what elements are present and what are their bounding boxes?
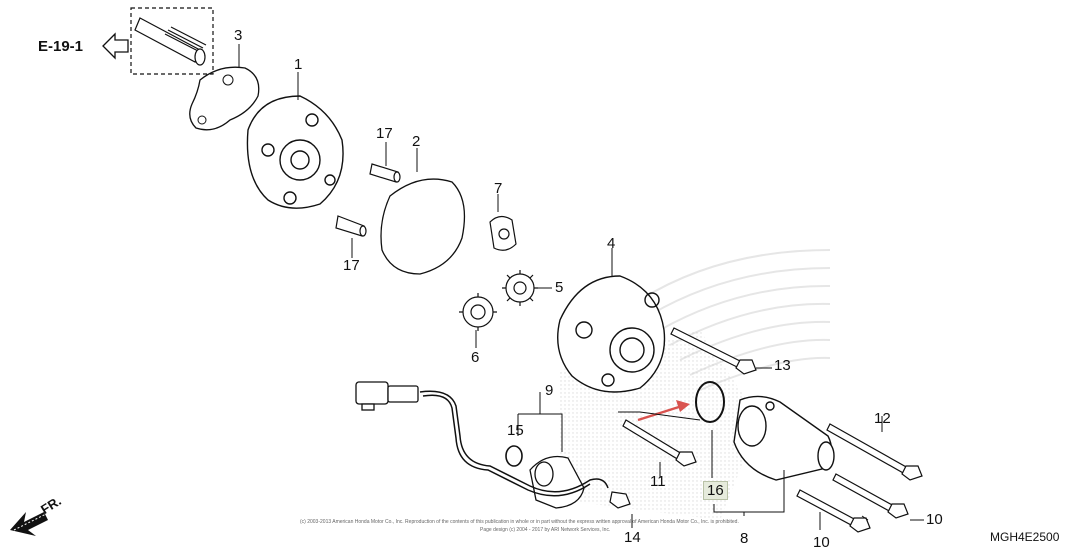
callout-8[interactable]: 8 (740, 530, 749, 547)
callout-6[interactable]: 6 (471, 349, 480, 366)
callout-10-lower[interactable]: 10 (813, 534, 830, 551)
callout-11[interactable]: 11 (650, 473, 666, 490)
callout-9[interactable]: 9 (545, 382, 554, 399)
dowel-pin-17-lower[interactable] (335, 215, 367, 237)
callout-5[interactable]: 5 (555, 279, 564, 296)
callout-16[interactable]: 16 (703, 481, 728, 500)
gear-part-5[interactable] (502, 270, 538, 306)
gasket-part-3[interactable] (189, 66, 260, 131)
leader-lines (238, 44, 924, 530)
callout-4[interactable]: 4 (607, 235, 616, 252)
gasket-part-2[interactable] (380, 178, 466, 275)
front-arrow-icon (10, 512, 48, 536)
callout-13[interactable]: 13 (774, 357, 791, 374)
highlight-arrow (637, 404, 683, 422)
bolt-part-13[interactable] (670, 327, 757, 375)
callout-3[interactable]: 3 (234, 27, 243, 44)
copyright-line-2: Page design (c) 2004 - 2017 by ARI Netwo… (480, 527, 611, 533)
starter-motor-part-8[interactable] (733, 395, 835, 481)
bolt-part-10-lower[interactable] (796, 489, 871, 533)
bolt-part-14[interactable] (609, 491, 631, 509)
reference-label[interactable]: E-19-1 (38, 38, 84, 55)
bolt-part-10-upper[interactable] (832, 473, 909, 519)
reference-arrow-icon[interactable] (102, 32, 129, 60)
copyright-line-1: (c) 2003-2013 American Honda Motor Co., … (300, 519, 739, 525)
o-ring-part-15[interactable] (505, 445, 523, 467)
part-7[interactable] (489, 215, 517, 251)
callout-1[interactable]: 1 (294, 56, 303, 73)
callout-12[interactable]: 12 (874, 410, 891, 427)
bolt-part-11[interactable] (622, 419, 697, 467)
callout-17-lower[interactable]: 17 (343, 257, 360, 274)
callout-7[interactable]: 7 (494, 180, 503, 197)
callout-14[interactable]: 14 (624, 529, 641, 546)
callout-17-upper[interactable]: 17 (376, 125, 393, 142)
wire-harness[interactable] (419, 390, 609, 497)
reference-shaft (130, 7, 214, 75)
connector-plug[interactable] (355, 381, 419, 411)
diagram-code: MGH4E2500 (990, 530, 1060, 544)
bolt-part-12[interactable] (826, 423, 923, 481)
callout-15[interactable]: 15 (507, 422, 524, 439)
callout-2[interactable]: 2 (412, 133, 421, 150)
o-ring-part-16[interactable] (695, 381, 725, 423)
cover-part-4[interactable] (557, 275, 666, 393)
dowel-pin-17-upper[interactable] (369, 163, 401, 183)
housing-part-1[interactable] (246, 95, 344, 209)
callout-10-upper[interactable]: 10 (926, 511, 943, 528)
gear-part-6[interactable] (459, 293, 497, 331)
highlight-arrowhead (676, 400, 690, 412)
